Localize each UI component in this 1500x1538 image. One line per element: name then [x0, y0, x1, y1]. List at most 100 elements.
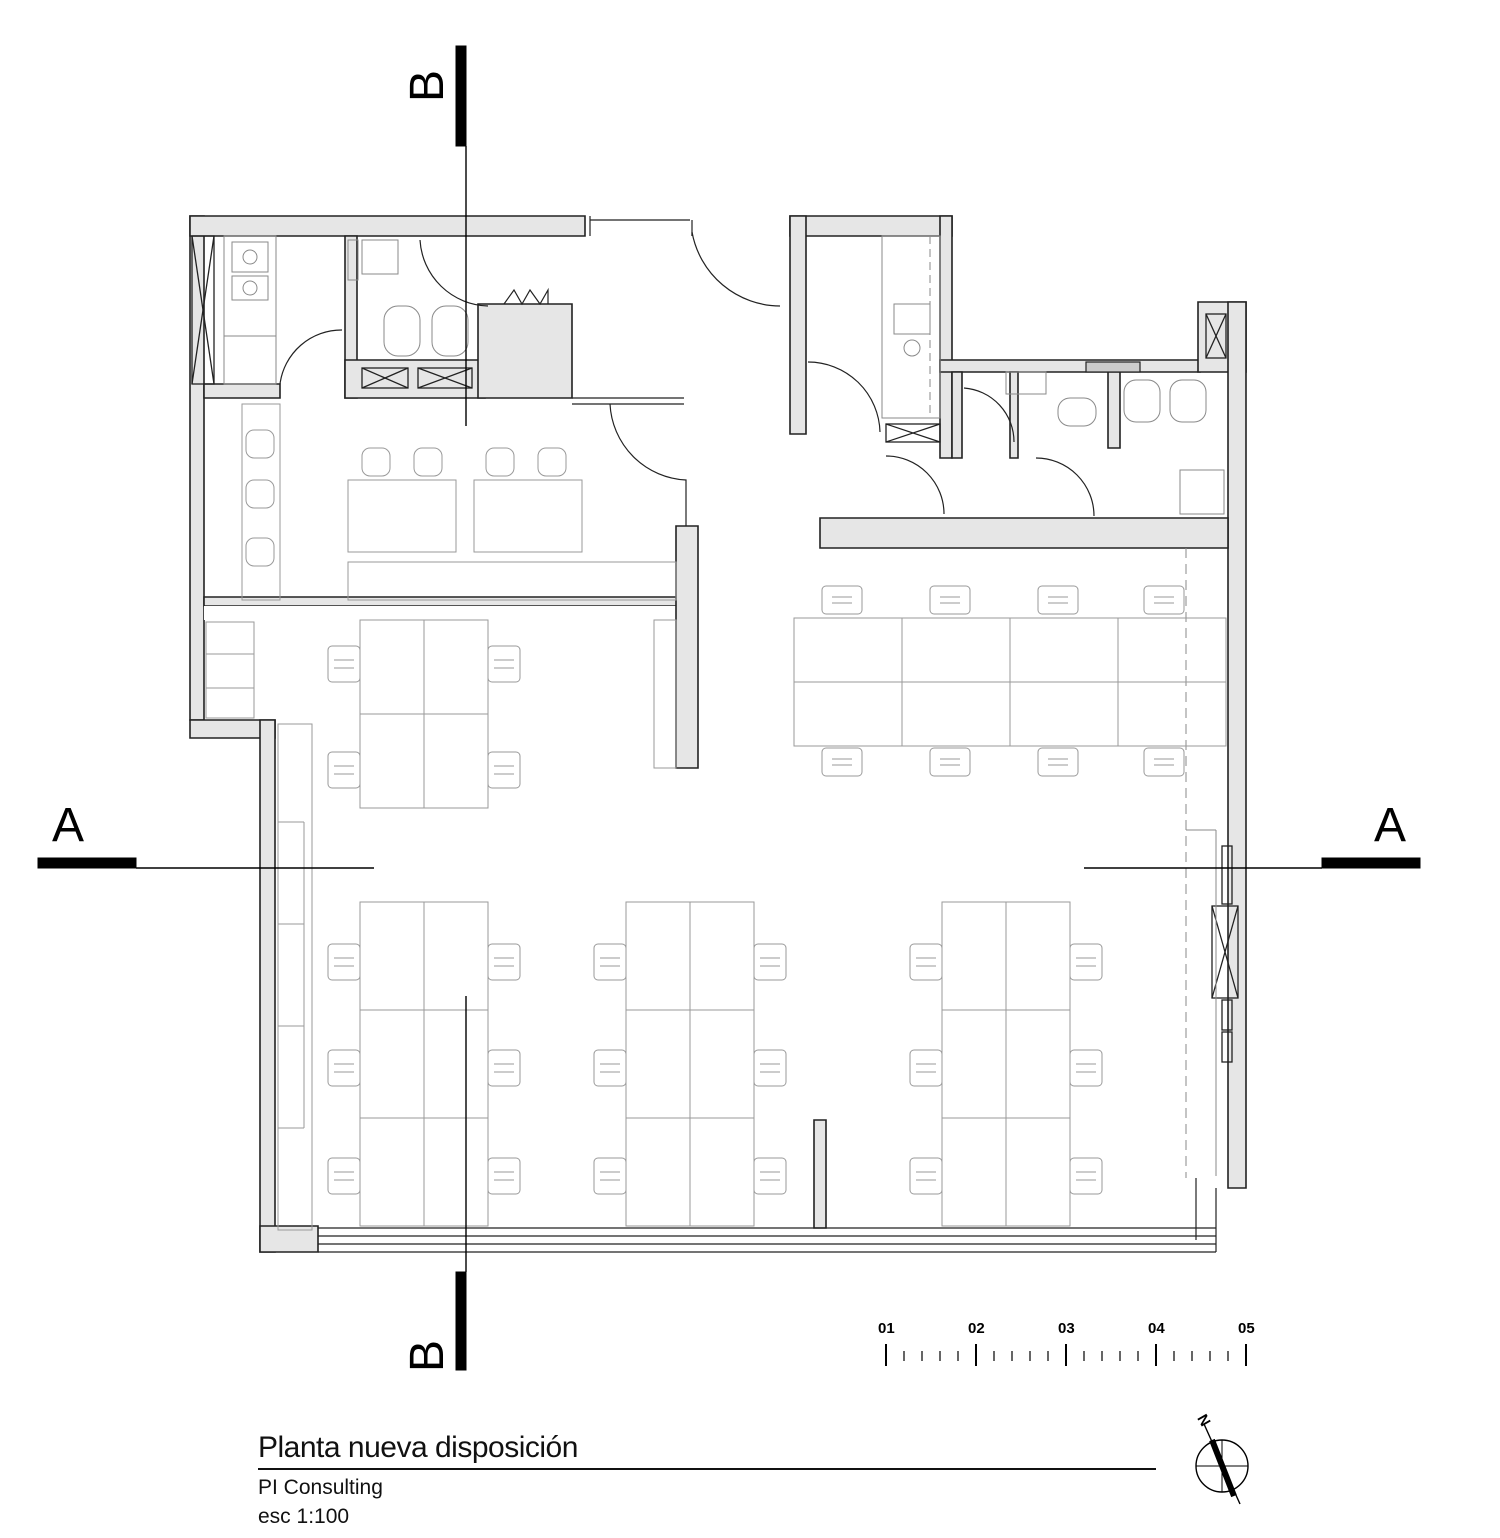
wall-core-step [939, 359, 1201, 373]
stool [245, 429, 275, 459]
desk [423, 901, 489, 1011]
door-wc-2 [885, 455, 945, 515]
desk [793, 617, 903, 683]
office-chair [753, 1049, 787, 1087]
office-chair [929, 585, 971, 615]
wall-interior-v [675, 525, 699, 769]
section-label-b-top: B [401, 69, 454, 102]
wall-small-2 [1107, 371, 1121, 449]
door-bath [419, 239, 489, 307]
desk [793, 681, 903, 747]
office-chair [753, 1157, 787, 1195]
workstations [359, 617, 1227, 1227]
core-counter [881, 235, 941, 419]
office-chair [1069, 1157, 1103, 1195]
office-chair [1037, 747, 1079, 777]
wc-shower [1179, 469, 1225, 515]
door-office [609, 403, 687, 526]
title-block: Planta nueva disposición PI Consulting e… [258, 1430, 1158, 1530]
wall-bath-bottom [344, 359, 486, 399]
section-label-a-left: A [52, 799, 85, 852]
wall-core-left [789, 215, 807, 435]
kitchen-counter [223, 235, 277, 385]
door-entrance [691, 220, 781, 307]
desk [625, 901, 691, 1011]
wall-restroom-bottom [819, 517, 1229, 549]
stool [537, 447, 567, 477]
desk [423, 619, 489, 715]
desk [1009, 681, 1119, 747]
shelf-interior [653, 619, 677, 769]
toilet-2 [431, 305, 469, 357]
column-kitchen-left [191, 235, 215, 385]
stool [245, 537, 275, 567]
column-right-3 [1221, 999, 1233, 1031]
column-right-4 [1221, 1031, 1233, 1063]
scale-label: 01 [878, 1320, 895, 1337]
stool [245, 479, 275, 509]
wall-kitchen-bottom [203, 383, 281, 399]
desk [901, 681, 1011, 747]
scale-label: 05 [1238, 1320, 1255, 1337]
wc-sink [1005, 371, 1047, 395]
section-a-bar-right [1321, 857, 1421, 869]
desk [359, 619, 425, 715]
desk [1005, 1117, 1071, 1227]
sink-bath [361, 239, 399, 275]
desk [901, 617, 1011, 683]
office-chair [821, 585, 863, 615]
desk [1009, 617, 1119, 683]
duct-1 [361, 367, 409, 389]
office-chair [487, 751, 521, 789]
wc-toilet-3 [1169, 379, 1207, 423]
section-label-a-right: A [1374, 799, 1407, 852]
cafe-counter [347, 561, 677, 601]
duct-3 [885, 423, 941, 443]
office-chair [487, 1049, 521, 1087]
office-chair [487, 645, 521, 683]
stool [361, 447, 391, 477]
wall-core-top [789, 215, 953, 237]
wall-closet [477, 303, 573, 399]
cafe-stools [245, 429, 567, 567]
desk [689, 1117, 755, 1227]
scale-label: 02 [968, 1320, 985, 1337]
wall-core-right [939, 215, 953, 459]
doors [279, 216, 1141, 526]
desk [423, 713, 489, 809]
scale-bar [885, 1344, 1247, 1366]
desk [625, 1117, 691, 1227]
fixtures [223, 235, 1225, 1178]
drawing-scale: esc 1:100 [258, 1505, 350, 1528]
office-chair [593, 1157, 627, 1195]
desk [359, 1009, 425, 1119]
wc-toilet-2 [1123, 379, 1161, 423]
wall-kitchen-sep-lower [204, 606, 690, 620]
door-core [807, 361, 881, 433]
office-chair [1069, 943, 1103, 981]
desk [941, 1009, 1007, 1119]
column-right-1 [1211, 905, 1239, 999]
section-b-bar-top [455, 45, 467, 147]
north-arrow [1195, 1423, 1249, 1505]
cafe-table-2 [473, 479, 583, 553]
desk [359, 1117, 425, 1227]
office-chair [909, 1049, 943, 1087]
office-chair [327, 751, 361, 789]
office-chair [593, 1049, 627, 1087]
office-chair [1069, 1049, 1103, 1087]
office-chair [909, 1157, 943, 1195]
office-chair [929, 747, 971, 777]
columns [191, 235, 1239, 1063]
section-label-b-bottom: B [401, 1339, 454, 1372]
office-chair [909, 943, 943, 981]
wall-partition-bottom [813, 1119, 827, 1229]
title-rule [258, 1468, 1156, 1470]
desk [941, 901, 1007, 1011]
desk [625, 1009, 691, 1119]
office-chair [593, 943, 627, 981]
stool [485, 447, 515, 477]
drawing-title: Planta nueva disposición [258, 1431, 578, 1464]
desk [359, 713, 425, 809]
office-chair [327, 1049, 361, 1087]
